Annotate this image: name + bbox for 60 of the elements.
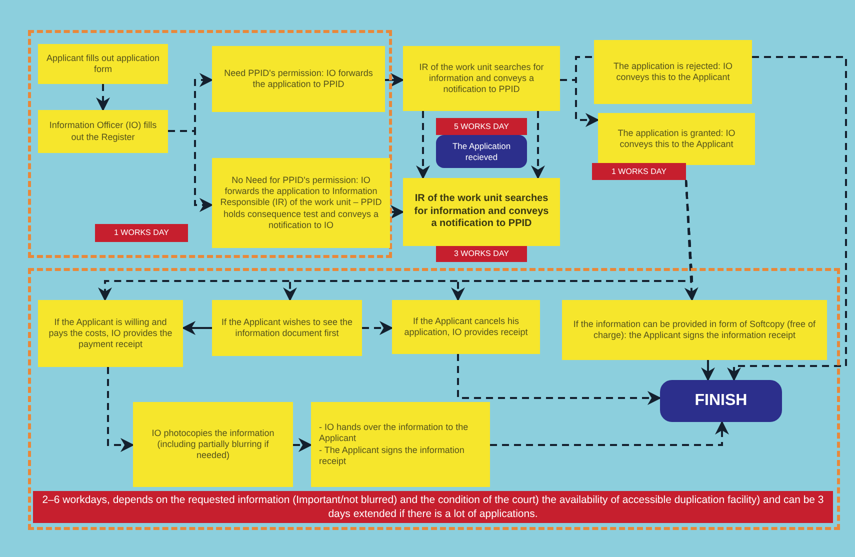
process-box [38, 44, 168, 84]
box-text: - IO hands over the information to the Applicant [319, 422, 470, 444]
arrow [182, 321, 212, 335]
duration-badge [436, 118, 527, 135]
box-text: The application is granted: IO conveys this to the Applicant [616, 128, 736, 150]
badge-text: 1 WORKS DAY [612, 166, 666, 178]
arrow [684, 180, 698, 302]
arrow [490, 420, 729, 446]
arrow [390, 205, 404, 219]
process-box [212, 158, 390, 248]
badge-text: 1 WORKS DAY [114, 227, 169, 239]
arrow [727, 56, 847, 382]
arrow [107, 367, 134, 452]
box-text: - The Applicant signs the information receipt [319, 444, 466, 467]
dashed-region-frame [28, 30, 392, 258]
arrow [701, 360, 715, 382]
process-box [392, 300, 540, 354]
box-text: Information Officer (IO) fills out the Register [48, 120, 158, 143]
process-box [38, 300, 183, 367]
arrow [385, 73, 404, 87]
box-text: If the Applicant cancels his application, IO provides receipt [403, 316, 529, 338]
arrow [362, 321, 394, 335]
process-box [212, 46, 385, 112]
box-text: IR of the work unit searches for information and conveys a notification to PPID [413, 193, 550, 231]
arrow [416, 111, 430, 180]
box-text: IO photocopies the information (including partially blurring if needed) [150, 428, 276, 462]
process-box [133, 402, 293, 487]
finish-terminal [660, 380, 782, 422]
box-text: Need PPID's permission: IO forwards the application to PPID [223, 68, 374, 90]
duration-badge [95, 224, 188, 242]
process-box [403, 46, 560, 111]
badge-text: 5 WORKS DAY [454, 120, 509, 132]
box-text: The application is rejected: IO conveys this to the Applicant [612, 60, 734, 84]
arrow [457, 354, 662, 405]
note-text: 2–6 workdays, depends on the requested information (Important/not blurred) and the condition of the court) the availability of accessible duplication facility) and can be 3 days extended if there is a lot of applications. [41, 492, 825, 522]
box-text: IR of the work unit searches for information and conveys a notification to PPID [418, 62, 545, 96]
box-text: If the Applicant wishes to see the information document first [220, 316, 354, 340]
process-box [403, 178, 560, 246]
box-text: Applicant fills out application form [46, 52, 160, 76]
process-box [38, 110, 168, 153]
box-text: If the Applicant is willing and pays the costs, IO provides the payment receipt [48, 316, 174, 350]
box-text: FINISH [694, 391, 748, 411]
duration-badge [436, 246, 527, 262]
arrow [168, 130, 214, 212]
arrow [293, 438, 312, 452]
duration-badge [592, 163, 686, 180]
process-box [562, 300, 827, 360]
box-text: No Need for PPID's permission: IO forwards the application to Information Responsible (IR) of the work unit – PPID holds consequence test and conveys a notification to IO [220, 174, 382, 232]
arrow [96, 84, 110, 112]
process-box [594, 40, 752, 104]
badge-text: 3 WORKS DAY [454, 248, 509, 260]
dashed-region-frame [28, 268, 840, 530]
process-box [598, 113, 755, 165]
process-box [311, 402, 490, 487]
status-pill [436, 135, 527, 168]
box-text: The Application recieved [451, 141, 512, 162]
process-box [212, 300, 362, 356]
box-text: If the information can be provided in form of Softcopy (free of charge): the Applicant signs the information receipt [572, 318, 817, 342]
arrow [531, 111, 545, 180]
arrow [560, 79, 600, 127]
